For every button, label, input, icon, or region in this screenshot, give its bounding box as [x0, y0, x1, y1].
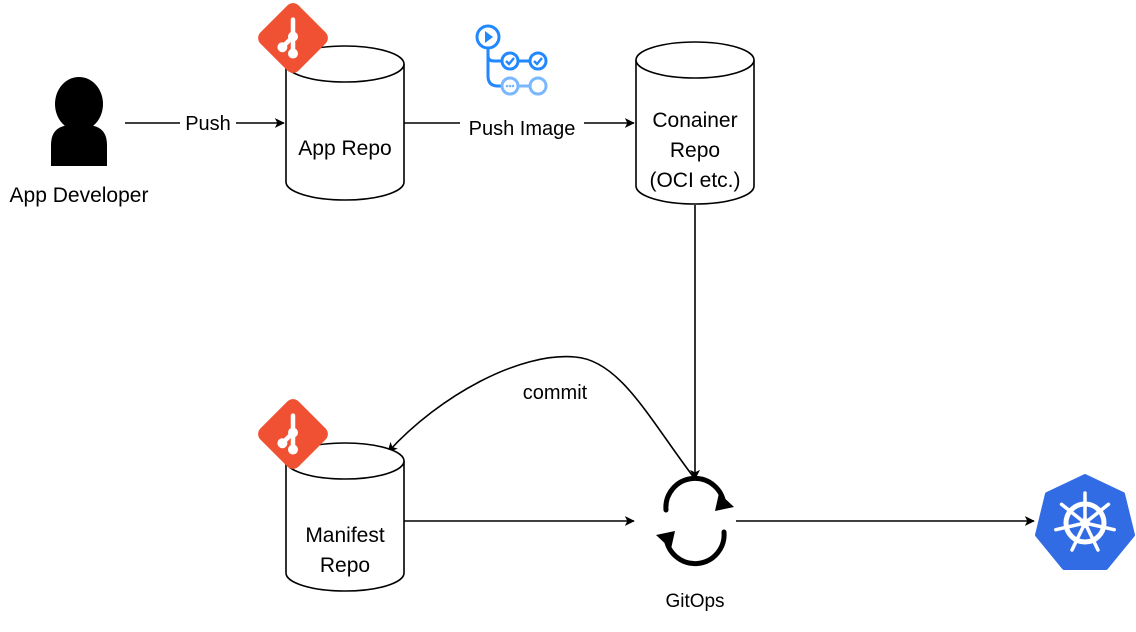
github-actions-workflow-icon — [475, 24, 548, 96]
container-repo-cylinder — [635, 41, 755, 205]
user-silhouette-icon — [51, 77, 107, 166]
manifest-repo-cylinder — [285, 442, 405, 592]
app-developer-label: App Developer — [10, 184, 149, 207]
push-label-bg — [180, 111, 236, 135]
manifest-repo-label-line2: Repo — [320, 554, 370, 577]
sync-arrows-icon — [656, 475, 734, 567]
push-image-label-bg — [460, 113, 584, 139]
container-repo-label-line3: (OCI etc.) — [649, 169, 740, 192]
git-logo-icon — [258, 399, 328, 469]
app-repo-label: App Repo — [298, 137, 391, 160]
push-image-edge-label: Push Image — [469, 118, 576, 140]
commit-edge-label: commit — [523, 382, 588, 404]
git-logo-icon — [258, 3, 328, 73]
push-edge-label: Push — [185, 113, 231, 135]
manifest-repo-label-line1: Manifest — [305, 524, 385, 547]
app-repo-cylinder — [285, 45, 405, 201]
commit-edge — [387, 355, 696, 480]
kubernetes-helm-icon — [1035, 474, 1135, 570]
container-repo-label-line1: Conainer — [652, 109, 737, 132]
container-repo-label-line2: Repo — [670, 139, 720, 162]
gitops-label: GitOps — [665, 591, 724, 612]
